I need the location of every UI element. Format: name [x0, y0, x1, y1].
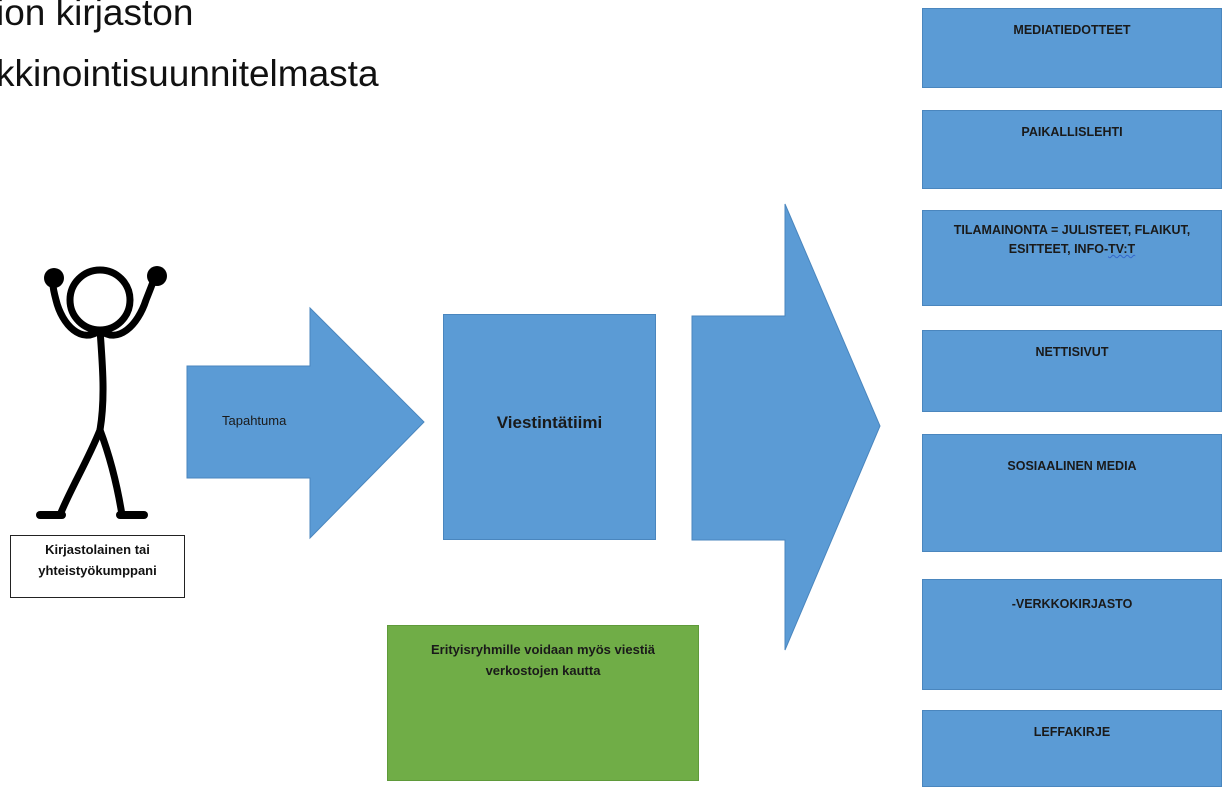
event-arrow-label: Tapahtuma: [222, 413, 287, 428]
figure-right-leg: [96, 426, 126, 519]
stick-figure-icon: [49, 266, 159, 519]
person-caption-box: Kirjastolainen tai yhteistyökumppani: [10, 535, 185, 598]
figure-left-fist: [44, 268, 64, 288]
channel-websites: NETTISIVUT: [922, 330, 1222, 412]
channel-label: SOSIAALINEN MEDIA: [1007, 459, 1137, 473]
channel-label: -VERKKOKIRJASTO: [1011, 597, 1133, 611]
figure-head: [66, 266, 134, 334]
channel-local-newspaper: PAIKALLISLEHTI: [922, 110, 1222, 189]
channel-online-library: -VERKKOKIRJASTO: [922, 579, 1222, 690]
distribution-arrow: [691, 203, 881, 651]
channel-label: PAIKALLISLEHTI: [1021, 125, 1123, 139]
communications-team-label: Viestintätiimi: [496, 413, 603, 432]
figure-body: [96, 326, 107, 434]
person-caption-line-1: Kirjastolainen tai: [45, 542, 150, 557]
title-line-2: kkinointisuunnitelmasta: [0, 53, 379, 94]
channel-label: MEDIATIEDOTTEET: [1013, 23, 1131, 37]
channel-space-advertising: TILAMAINONTA = JULISTEET, FLAIKUT, ESITT…: [922, 210, 1222, 306]
note-line-2: verkostojen kautta: [485, 662, 601, 678]
note-line-1: Erityisryhmille voidaan myös viestiä: [431, 642, 655, 657]
channel-label-line-2: ESITTEET, INFO-TV:T: [1008, 241, 1136, 256]
figure-right-fist: [147, 266, 167, 286]
channel-social-media: SOSIAALINEN MEDIA: [922, 434, 1222, 552]
event-arrow: [186, 306, 425, 540]
channel-label: NETTISIVUT: [1035, 345, 1109, 359]
special-groups-note-box: Erityisryhmille voidaan myös viestiä ver…: [387, 625, 699, 781]
channel-media-releases: MEDIATIEDOTTEET: [922, 8, 1222, 88]
channel-movie-newsletter: LEFFAKIRJE: [922, 710, 1222, 787]
communications-team-box: [443, 314, 656, 540]
figure-left-leg: [56, 426, 104, 519]
title-line-1: ion kirjaston: [0, 0, 194, 33]
person-caption-line-2: yhteistyökumppani: [38, 562, 157, 578]
channel-label-line-1: TILAMAINONTA = JULISTEET, FLAIKUT,: [953, 223, 1191, 237]
channel-label: LEFFAKIRJE: [1033, 725, 1111, 739]
